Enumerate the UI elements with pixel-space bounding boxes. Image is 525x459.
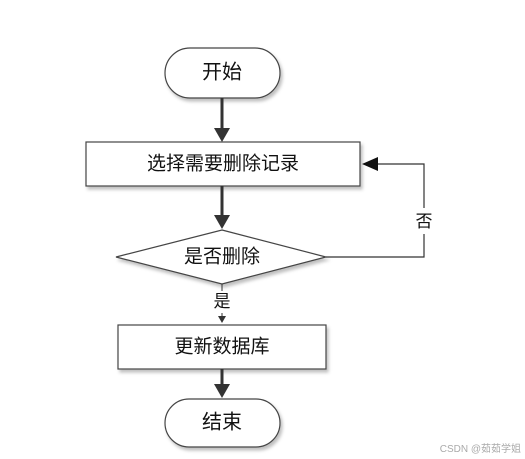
yes-label: 是 xyxy=(214,292,231,312)
no-label: 否 xyxy=(416,212,433,232)
select-records-node: 选择需要删除记录 xyxy=(85,141,361,187)
decision-node: 是否删除 xyxy=(115,229,329,285)
start-node: 开始 xyxy=(164,47,281,99)
end-label: 结束 xyxy=(202,410,242,434)
select-records-label: 选择需要删除记录 xyxy=(147,153,299,175)
arrow-update-to-end xyxy=(214,369,230,398)
yes-label-bg xyxy=(210,291,234,313)
no-label-bg xyxy=(412,208,436,234)
watermark: CSDN @茹茹学姐 xyxy=(439,444,521,455)
arrow-start-to-select xyxy=(214,98,230,142)
start-label: 开始 xyxy=(202,60,242,84)
arrow-select-to-decision xyxy=(214,186,230,229)
decision-label: 是否删除 xyxy=(184,246,260,268)
end-node: 结束 xyxy=(164,398,281,448)
update-database-label: 更新数据库 xyxy=(174,336,269,358)
update-database-node: 更新数据库 xyxy=(117,324,327,370)
